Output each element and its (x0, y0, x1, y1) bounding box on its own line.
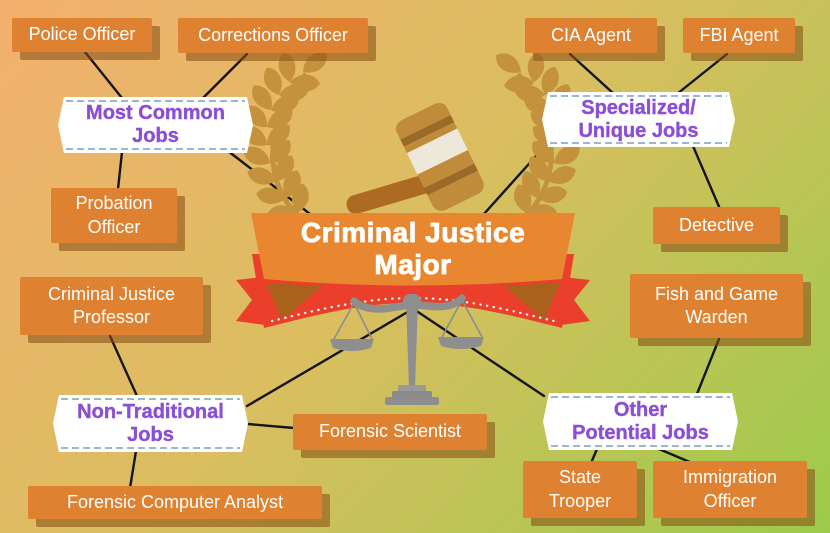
job-box-state-trooper: State Trooper (523, 461, 637, 518)
laurel-left-icon (237, 47, 332, 222)
line-nontraditional-center (245, 308, 413, 408)
ribbon-icon (236, 213, 590, 328)
line-fbi-specialized (675, 52, 729, 96)
center-title-line1: Criminal Justice (300, 217, 526, 249)
scales-icon (330, 294, 484, 405)
line-professor-nontraditional (108, 334, 139, 398)
line-mostcommon-probation (116, 150, 124, 191)
dashed-border-top (61, 398, 240, 400)
job-box-forensic-computer-analyst: Forensic Computer Analyst (28, 486, 322, 519)
scales-pan-right (438, 337, 484, 349)
job-box-fish-and-game-warden: Fish and Game Warden (630, 274, 803, 338)
category-banner-other-potential: Other Potential Jobs (543, 393, 738, 450)
line-cia-specialized (568, 52, 616, 96)
line-otherpotential-fishgame (695, 337, 721, 396)
category-banner-most-common: Most Common Jobs (58, 97, 253, 153)
line-nontraditional-analyst (128, 449, 138, 490)
dashed-border-bottom (551, 445, 730, 447)
line-corrections-mostcommon (201, 52, 249, 100)
line-otherpotential-center (413, 308, 546, 398)
dashed-border-top (66, 100, 245, 102)
job-box-corrections-officer: Corrections Officer (178, 18, 368, 53)
line-police-mostcommon (83, 50, 124, 100)
job-box-immigration-officer: Immigration Officer (653, 461, 807, 518)
job-box-criminal-justice-professor: Criminal Justice Professor (20, 277, 203, 335)
dashed-border-bottom (66, 148, 245, 150)
job-box-forensic-scientist: Forensic Scientist (293, 414, 487, 450)
job-box-detective: Detective (653, 207, 780, 244)
laurel-right-icon (491, 48, 586, 221)
ribbon-fold-left (266, 283, 322, 320)
ribbon-fold-right (504, 283, 560, 320)
dashed-border-top (551, 396, 730, 398)
job-box-cia-agent: CIA Agent (525, 18, 657, 53)
line-specialized-detective (691, 144, 722, 211)
scales-pillar (406, 300, 418, 388)
job-box-police-officer: Police Officer (12, 18, 152, 52)
line-otherpotential-statetrooper (589, 447, 599, 465)
category-banner-non-traditional: Non-Traditional Jobs (53, 395, 248, 452)
category-banner-specialized: Specialized/ Unique Jobs (542, 92, 735, 147)
line-otherpotential-immigration (657, 447, 694, 465)
dashed-border-bottom (550, 142, 727, 144)
job-box-probation-officer: Probation Officer (51, 188, 177, 243)
scales-pan-left (330, 339, 374, 351)
dashed-border-bottom (61, 447, 240, 449)
scales-string-left (333, 302, 373, 340)
center-title-line2: Major (374, 249, 452, 281)
center-title: Criminal Justice Major (250, 217, 576, 281)
line-nontraditional-scientist (246, 422, 296, 430)
dashed-border-top (550, 95, 727, 97)
scales-string-right (441, 299, 483, 338)
ribbon-panel (251, 213, 575, 286)
job-box-fbi-agent: FBI Agent (683, 18, 795, 53)
gavel-icon (346, 103, 484, 214)
